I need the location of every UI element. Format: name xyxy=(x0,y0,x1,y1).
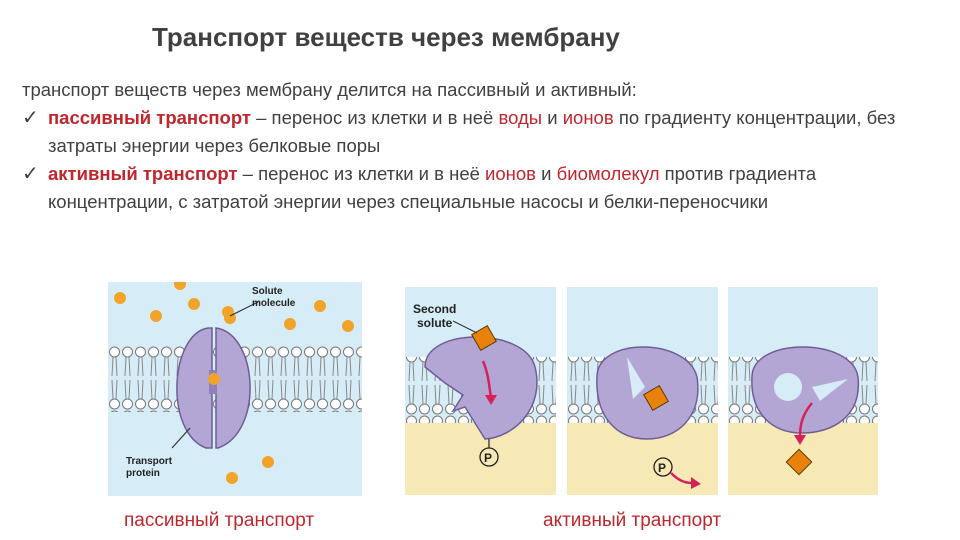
second-solute-square xyxy=(643,385,669,411)
transport-label-2: protein xyxy=(126,468,160,479)
caption-passive: пассивный транспорт xyxy=(124,510,315,531)
phosphate-label: P xyxy=(658,461,666,475)
second-solute-square xyxy=(471,325,497,351)
active-ions: ионов xyxy=(485,163,537,184)
passive-transport-diagram: Solute molecule Transport protein xyxy=(108,282,362,496)
active-text-1: – перенос из клетки и в неё xyxy=(237,163,486,184)
active-biomolecules: биомолекул xyxy=(556,163,660,184)
channel-protein-right xyxy=(215,327,251,449)
carrier-protein xyxy=(424,336,538,440)
phosphate-label: P xyxy=(484,451,492,465)
passive-ions: ионов xyxy=(562,107,614,128)
active-transport-step-1: Second solute P xyxy=(405,287,556,495)
solute-dots xyxy=(114,282,354,484)
second-solute-square xyxy=(785,448,813,476)
active-text-2: и xyxy=(536,163,557,184)
arrow-out xyxy=(798,402,813,438)
check-icon: ✓ xyxy=(22,163,39,185)
page-title: Транспорт веществ через мембрану xyxy=(152,22,620,52)
body-text: транспорт веществ через мембрану делится… xyxy=(22,76,922,216)
passive-water: воды xyxy=(498,107,543,128)
carrier-protein xyxy=(751,346,860,434)
channel-protein-left xyxy=(176,327,213,449)
caption-active: активный транспорт xyxy=(543,510,722,531)
second-label-1: Second xyxy=(413,302,456,316)
solute-label-2: molecule xyxy=(252,298,296,309)
active-transport-step-2: P xyxy=(567,287,718,495)
passive-text-1: – перенос из клетки и в неё xyxy=(250,107,499,128)
bullet-passive: ✓ пассивный транспорт – перенос из клетк… xyxy=(22,104,922,160)
bullet-active: ✓ активный транспорт – перенос из клетки… xyxy=(22,160,922,216)
passive-text-2: и xyxy=(542,107,563,128)
active-text-3: против градиента концентрации, с затрато… xyxy=(48,163,817,212)
binding-pocket xyxy=(774,373,802,401)
arrow-in xyxy=(481,360,493,398)
active-term: активный транспорт xyxy=(48,163,238,184)
transport-label-1: Transport xyxy=(126,456,173,467)
active-transport-step-3 xyxy=(728,287,878,495)
second-label-2: solute xyxy=(417,316,453,330)
phosphate-circle xyxy=(653,457,673,477)
passive-term: пассивный транспорт xyxy=(48,107,251,128)
solute-label-1: Solute xyxy=(252,286,283,297)
passive-text-3: по градиенту концентрации, без затраты э… xyxy=(48,107,896,156)
check-icon: ✓ xyxy=(22,107,39,129)
intro-text: транспорт веществ через мембрану делится… xyxy=(22,79,637,100)
